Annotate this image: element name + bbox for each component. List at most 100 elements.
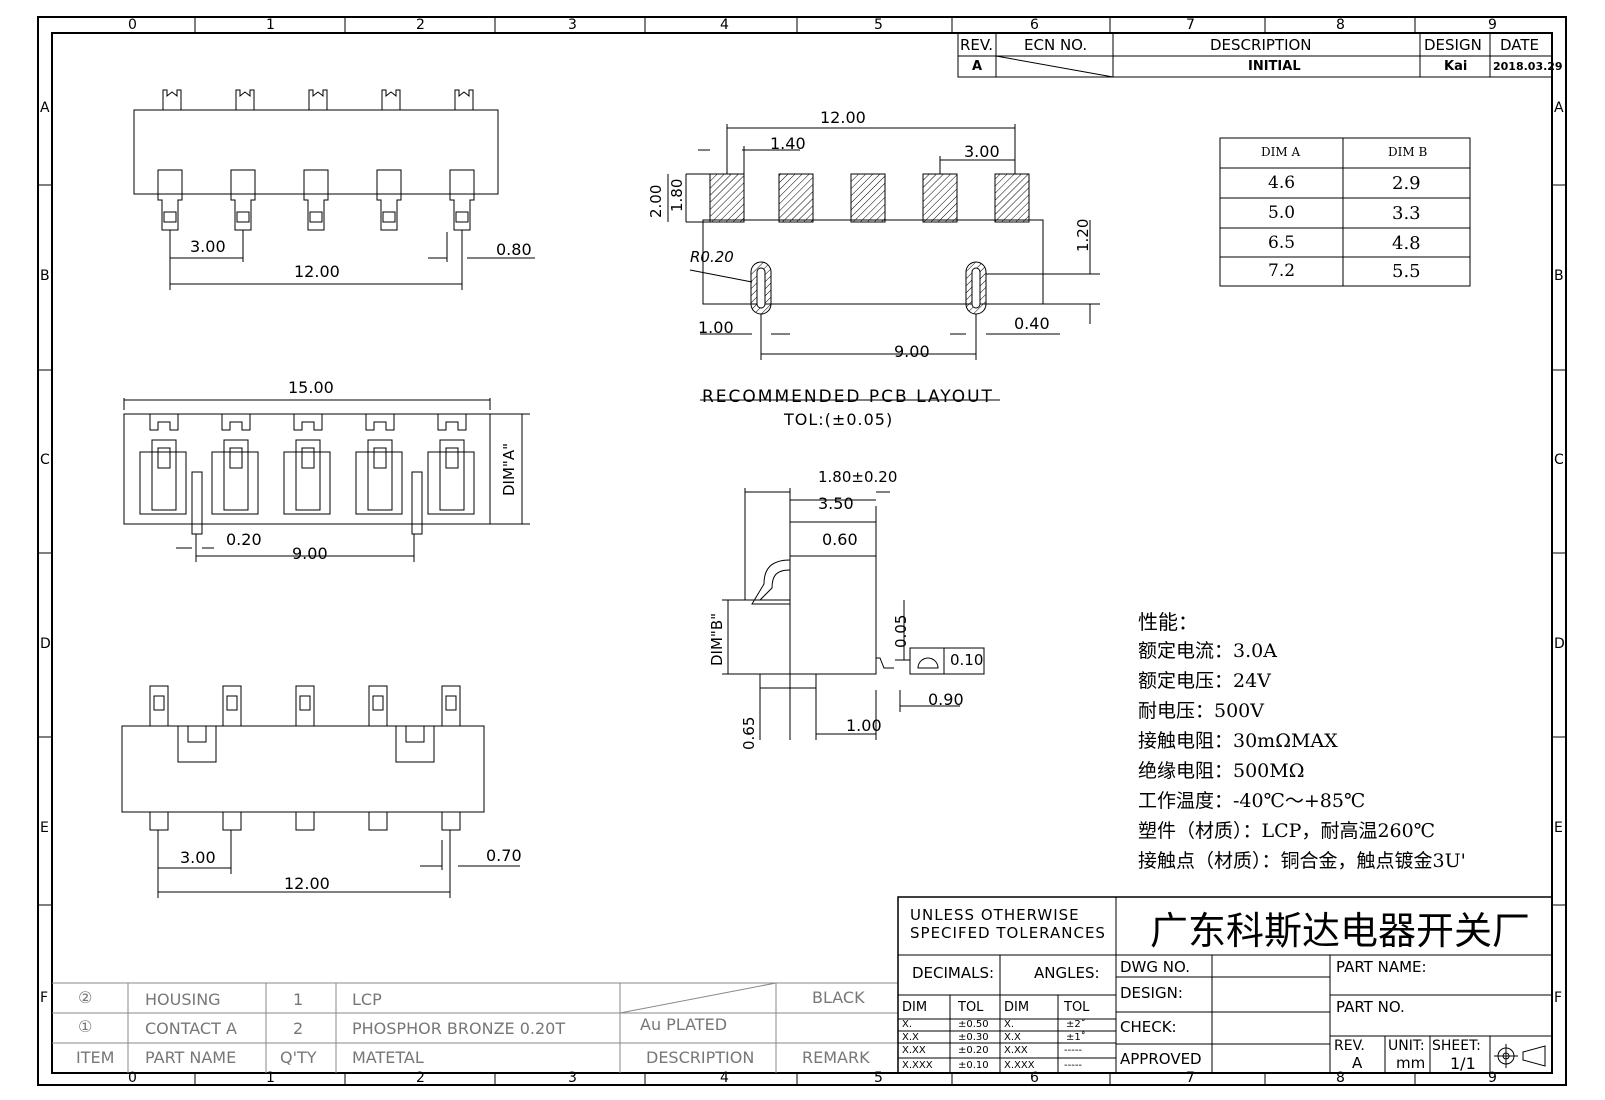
col-label: 1	[266, 1070, 275, 1086]
row-label: C	[40, 452, 50, 468]
col-label: 4	[720, 1070, 729, 1086]
pcb-offset-dim: 1.20	[1074, 218, 1092, 252]
dim-b-label: DIM"B"	[708, 612, 726, 666]
bottom-view-drawing	[121, 685, 520, 898]
dim-a-label: DIM"A"	[500, 443, 518, 496]
bom-part-name: CONTACT A	[145, 1019, 237, 1038]
pcb-layout-drawing	[667, 124, 1100, 401]
projection-symbol-icon	[1494, 1044, 1546, 1068]
pcb-radius-dim: R0.20	[690, 248, 734, 266]
bottom-pin-width-dim: 0.70	[486, 846, 522, 865]
front-length-dim: 15.00	[288, 378, 334, 397]
tol-header-angle: TOL	[1064, 1000, 1090, 1015]
linear-tol-dim: X.	[902, 1019, 913, 1030]
flatness-tolerance: 0.10	[950, 651, 984, 669]
col-label: 9	[1488, 17, 1497, 33]
check-label: CHECK:	[1120, 1018, 1177, 1036]
top-pin-width-dim: 0.80	[496, 240, 532, 259]
side-stand-dim: 0.65	[740, 716, 758, 750]
dim-cell: 7.2	[1268, 261, 1296, 281]
row-label: C	[1554, 452, 1564, 468]
spec-line: 绝缘电阻：500MΩ	[1138, 760, 1305, 782]
unit-label: UNIT:	[1388, 1038, 1425, 1054]
pcb-pad-outer-dim: 2.00	[647, 184, 665, 218]
angle-tol-value: ±2˚	[1066, 1019, 1086, 1030]
side-view-drawing	[722, 488, 985, 740]
top-pitch-dim: 3.00	[190, 237, 226, 256]
decimals-label: DECIMALS:	[912, 964, 995, 982]
row-label: A	[1554, 100, 1564, 116]
bom-qty: 1	[293, 990, 304, 1009]
col-label: 6	[1030, 17, 1039, 33]
bom-header-qty: Q'TY	[280, 1048, 317, 1067]
rev-label: REV.	[1334, 1038, 1365, 1054]
linear-tol-value: ±0.20	[958, 1045, 989, 1056]
post-span-dim: 9.00	[292, 544, 328, 563]
bom-header-description: DESCRIPTION	[646, 1048, 755, 1067]
row-label: F	[1554, 990, 1563, 1006]
side-top-dim: 1.80±0.20	[818, 468, 898, 486]
col-label: 0	[128, 1070, 137, 1086]
pcb-layout-tolerance: TOL:(±0.05)	[784, 410, 894, 429]
side-width-dim: 3.50	[818, 494, 854, 513]
date-header: DATE	[1500, 36, 1540, 54]
bom-header-remark: REMARK	[802, 1048, 870, 1067]
pcb-layout-title: RECOMMENDED PCB LAYOUT	[702, 387, 994, 407]
pcb-pad-inner-dim: 1.80	[668, 178, 686, 212]
pcb-slot-gap-dim: 0.40	[1014, 314, 1050, 333]
row-label: D	[40, 636, 51, 652]
angle-tol-dim: X.X	[1004, 1032, 1021, 1043]
design-header: DESIGN	[1424, 36, 1482, 54]
angle-tol-dim: X.XXX	[1004, 1060, 1035, 1071]
bom-description: Au PLATED	[640, 1015, 728, 1034]
tol-header-linear: TOL	[958, 1000, 984, 1015]
row-label: D	[1554, 636, 1565, 652]
bom-part-name: HOUSING	[145, 990, 221, 1009]
side-lip-dim: 0.60	[822, 530, 858, 549]
description-value: INITIAL	[1248, 59, 1301, 74]
title-block-grid	[897, 896, 1553, 1074]
bom-item: ①	[78, 1017, 93, 1036]
spec-line: 接触电阻：30mΩMAX	[1138, 730, 1338, 752]
col-label: 9	[1488, 1070, 1497, 1086]
tolerance-note-line1: UNLESS OTHERWISE	[910, 906, 1080, 924]
angle-tol-value: -----	[1064, 1060, 1083, 1071]
linear-tol-value: ±0.10	[958, 1060, 989, 1071]
col-label: 3	[568, 1070, 577, 1086]
row-label: E	[1554, 820, 1563, 836]
dim-cell: 4.6	[1268, 173, 1296, 193]
linear-tol-value: ±0.50	[958, 1019, 989, 1030]
side-base-dim: 1.00	[846, 716, 882, 735]
dim-table-grid	[1219, 137, 1471, 287]
spec-line: 工作温度：-40℃～+85℃	[1138, 790, 1366, 812]
col-label: 0	[128, 17, 137, 33]
col-label: 7	[1186, 1070, 1195, 1086]
company-name: 广东科斯达电器开关厂	[1150, 909, 1531, 953]
dim-cell: 3.3	[1392, 203, 1421, 224]
bom-header-part: PART NAME	[145, 1048, 237, 1067]
dim-cell: 2.9	[1392, 173, 1421, 194]
bom-material: LCP	[352, 990, 382, 1009]
bom-remark: BLACK	[812, 988, 865, 1007]
col-label: 1	[266, 17, 275, 33]
row-label: E	[40, 820, 49, 836]
bom-header-item: ITEM	[76, 1048, 115, 1067]
dim-cell: 5.0	[1268, 203, 1296, 223]
top-view-drawing	[133, 89, 535, 290]
top-span-dim: 12.00	[294, 262, 340, 281]
dwg-no-label: DWG NO.	[1120, 958, 1190, 976]
side-foot-dim: 0.90	[928, 690, 964, 709]
linear-tol-dim: X.X	[902, 1032, 919, 1043]
bottom-pitch-dim: 3.00	[180, 848, 216, 867]
revision-block	[957, 32, 1553, 78]
dim-b-header: DIM B	[1388, 145, 1428, 159]
col-label: 5	[874, 17, 883, 33]
pcb-pad-width-dim: 1.40	[770, 134, 806, 153]
bom-header-material: MATETAL	[352, 1048, 424, 1067]
rev-value: A	[972, 59, 983, 74]
approved-label: APPROVED	[1120, 1050, 1202, 1068]
linear-tol-dim: X.XXX	[902, 1060, 933, 1071]
row-label: F	[40, 990, 49, 1006]
bom-table-grid	[52, 982, 898, 1073]
